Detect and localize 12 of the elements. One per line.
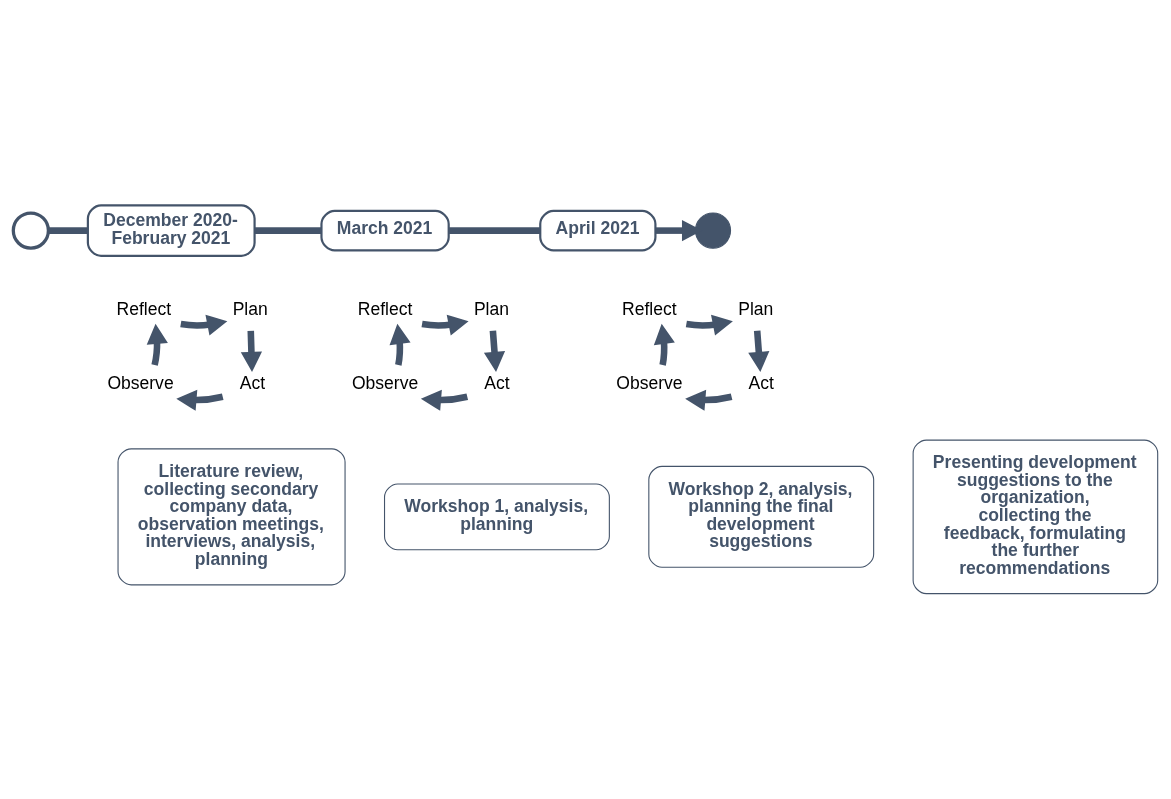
- node-text: Observe: [107, 373, 174, 394]
- node-text: Plan: [232, 298, 268, 319]
- node-text: Act: [484, 373, 510, 394]
- node-text: Plan: [738, 298, 774, 319]
- node-text: Reflect: [357, 298, 413, 319]
- node-text: Reflect: [116, 298, 172, 319]
- node-text: Observe: [351, 373, 419, 394]
- node-text: Act: [748, 373, 774, 394]
- node-text: Plan: [473, 298, 510, 319]
- node-text: Act: [239, 373, 266, 394]
- node-text: Reflect: [622, 298, 677, 319]
- node-text: Observe: [616, 373, 683, 394]
